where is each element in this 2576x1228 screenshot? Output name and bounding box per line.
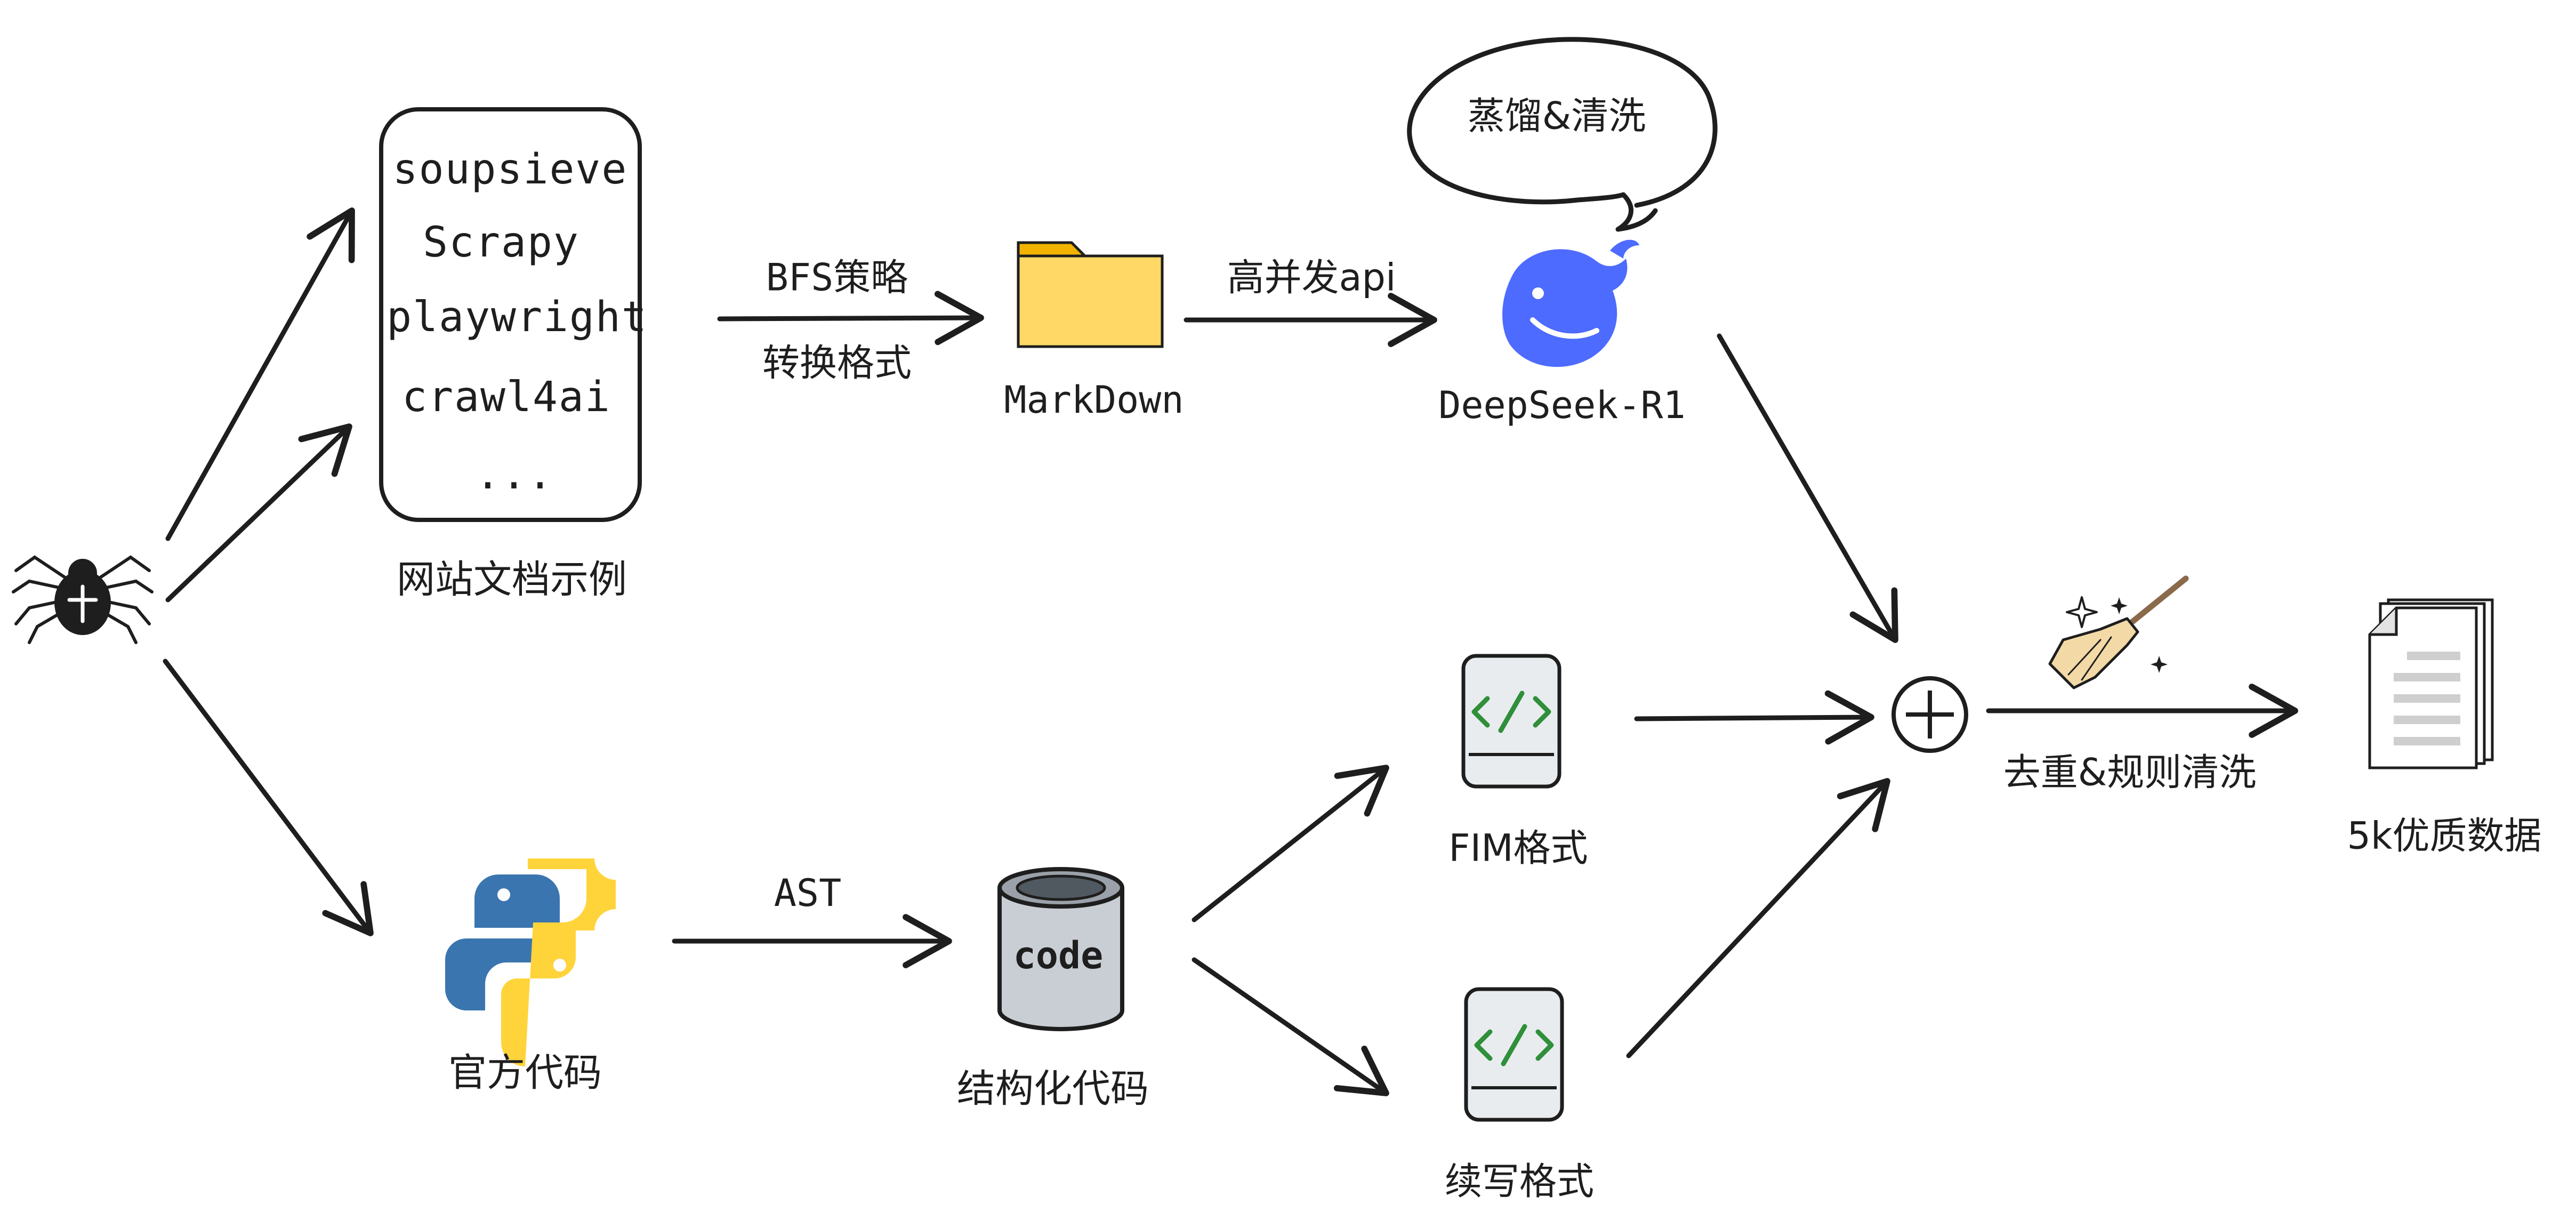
plus-circle-icon: [1891, 676, 1968, 753]
edge-label-dedupe: 去重&规则清洗: [2003, 750, 2257, 794]
documents-icon: [2368, 598, 2494, 769]
distill-speech-bubble: [1407, 37, 1718, 232]
output-data-label: 5k优质数据: [2347, 814, 2542, 858]
edge-label-ast: AST: [774, 871, 842, 915]
distill-bubble-label: 蒸馏&清洗: [1467, 94, 1646, 138]
arrow-deepseek-to-merge: [1717, 333, 1898, 643]
arrow-code-to-fim: [1192, 765, 1389, 922]
database-icon: [997, 867, 1124, 1031]
arrow-code-to-continuation: [1192, 957, 1389, 1096]
arrow-continuation-to-merge: [1626, 778, 1890, 1058]
folder-icon: [1017, 241, 1164, 348]
tool-soupsieve: soupsieve: [392, 146, 628, 194]
spider-icon: [12, 555, 154, 644]
official-code-label: 官方代码: [448, 1050, 602, 1095]
python-icon: [445, 858, 616, 1066]
deepseek-label: DeepSeek-R1: [1438, 383, 1686, 427]
tool-ellipsis: ...: [475, 451, 554, 499]
tool-scrapy: Scrapy: [423, 219, 579, 267]
edge-label-concurrency: 高并发api: [1227, 255, 1396, 300]
edge-label-convert: 转换格式: [762, 341, 912, 385]
edge-label-bfs: BFS策略: [766, 255, 908, 300]
broom-icon: [2048, 575, 2189, 689]
code-book-icon: [1461, 654, 1561, 789]
deepseek-whale-icon: [1502, 239, 1639, 367]
arrow-tools-to-markdown: [717, 291, 984, 346]
fim-format-label: FIM格式: [1448, 826, 1588, 870]
arrow-spider-to-tools-top: [165, 207, 355, 541]
database-code-word: code: [1013, 934, 1104, 977]
arrow-spider-to-tools-mid: [165, 423, 352, 603]
tool-playwright: playwright: [387, 293, 648, 341]
structured-code-label: 结构化代码: [956, 1066, 1149, 1111]
arrow-spider-to-python: [163, 659, 374, 936]
website-docs-label: 网站文档示例: [396, 557, 627, 602]
arrow-fim-to-merge: [1634, 690, 1874, 745]
continuation-format-label: 续写格式: [1445, 1159, 1594, 1203]
code-book-icon: [1464, 987, 1564, 1122]
tool-crawl4ai: crawl4ai: [402, 373, 611, 421]
tools-box: [379, 107, 642, 522]
markdown-label: MarkDown: [1004, 378, 1184, 422]
